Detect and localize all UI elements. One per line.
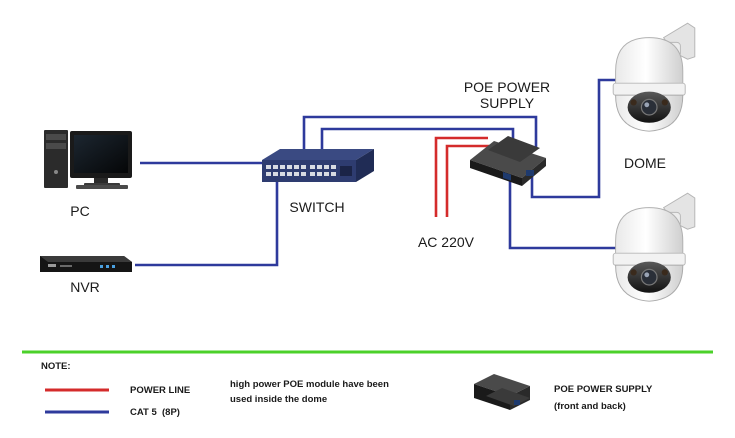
switch-poe-cable-1 [302, 115, 538, 153]
power-line-1 [434, 136, 488, 217]
poe-supply-photo-icon [474, 374, 530, 410]
nvr-switch-cable [135, 182, 279, 267]
dome-camera-icon [612, 22, 696, 132]
legend-remark: high power POE module have been used ins… [230, 379, 389, 405]
pc-label: PC [70, 203, 90, 219]
ac-220v-label: AC 220V [417, 234, 475, 250]
poe-label-line1: POE POWER [463, 79, 551, 95]
desktop-computer-icon [44, 130, 132, 189]
dome-label: DOME [624, 155, 666, 171]
nvr-recorder-icon [40, 256, 132, 272]
poe-dome2-cable [508, 176, 618, 250]
legend-poe-title: POE POWER SUPPLY [554, 384, 653, 395]
poe-dome1-cable [530, 78, 618, 199]
legend-poe-subtitle: (front and back) [554, 401, 626, 412]
legend-cat5-label: CAT 5 (8P) [130, 407, 180, 418]
switch-label: SWITCH [289, 199, 345, 215]
dome-camera-icon [612, 192, 696, 302]
nvr-label: NVR [70, 279, 100, 295]
network-switch-icon [262, 149, 374, 182]
poe-injector-icon [470, 136, 546, 186]
poe-label-line2: SUPPLY [479, 95, 535, 111]
note-title: NOTE: [41, 361, 71, 372]
legend-power-line-label: POWER LINE [130, 385, 191, 396]
power-line-2 [445, 144, 492, 217]
power-lines [434, 136, 492, 217]
